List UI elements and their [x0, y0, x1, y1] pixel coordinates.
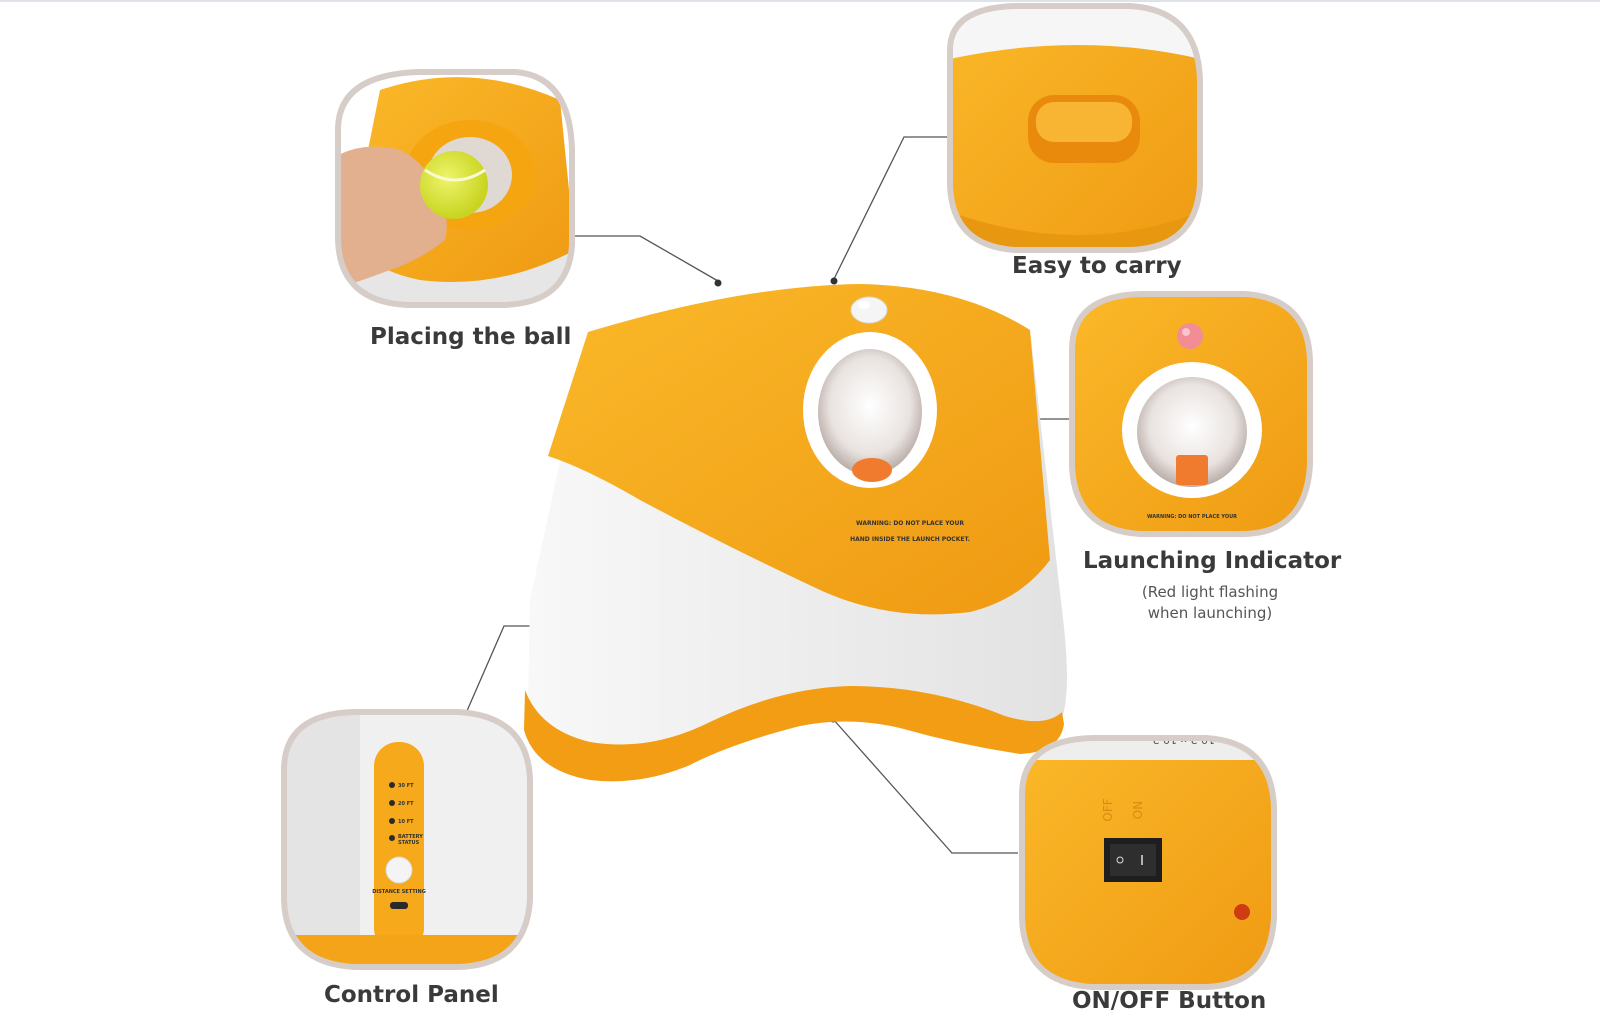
distance-setting-button	[385, 856, 413, 884]
caption-indicator-note: (Red light flashing when launching)	[1130, 582, 1290, 624]
inset-easy-carry	[947, 3, 1203, 253]
caption-control-panel: Control Panel	[324, 982, 499, 1008]
inset-placing-ball	[335, 69, 575, 308]
distance-20-label: 20 FT	[398, 801, 414, 807]
size-label: size: 10.2 x 10.2	[1152, 733, 1243, 746]
inset-warning-line1: WARNING: DO NOT PLACE YOUR	[1147, 514, 1237, 520]
distance-30-label: 30 FT	[398, 783, 414, 789]
product-warning-line2: HAND INSIDE THE LAUNCH POCKET.	[850, 536, 970, 543]
on-label: ON	[1131, 801, 1145, 819]
indicator-light-icon	[1177, 323, 1203, 349]
inset-control-panel: 30 FT 20 FT 10 FT BATTERY STATUS DISTANC…	[281, 709, 533, 970]
caption-launching-indicator: Launching Indicator	[1083, 548, 1342, 574]
inset-on-off: size: 10.2 x 10.2 OFF ON	[1019, 733, 1277, 990]
charging-port-icon	[1234, 904, 1250, 920]
inset-launching-indicator: WARNING: DO NOT PLACE YOUR	[1069, 291, 1313, 537]
product-warning-line1: WARNING: DO NOT PLACE YOUR	[856, 520, 964, 527]
battery-status-line2: STATUS	[398, 840, 420, 846]
off-label: OFF	[1101, 798, 1115, 821]
caption-on-off: ON/OFF Button	[1072, 988, 1267, 1014]
distance-setting-label: DISTANCE SETTING	[372, 889, 426, 895]
usb-port-icon	[390, 902, 408, 909]
indicator-note-line1: (Red light flashing	[1141, 583, 1279, 601]
indicator-note-line2: when launching)	[1147, 604, 1273, 622]
battery-status-line1: BATTERY	[398, 834, 423, 840]
distance-10-label: 10 FT	[398, 819, 414, 825]
ball-launcher-product: WARNING: DO NOT PLACE YOUR HAND INSIDE T…	[524, 284, 1067, 782]
caption-placing-ball: Placing the ball	[370, 324, 572, 350]
caption-easy-carry: Easy to carry	[1012, 253, 1182, 279]
